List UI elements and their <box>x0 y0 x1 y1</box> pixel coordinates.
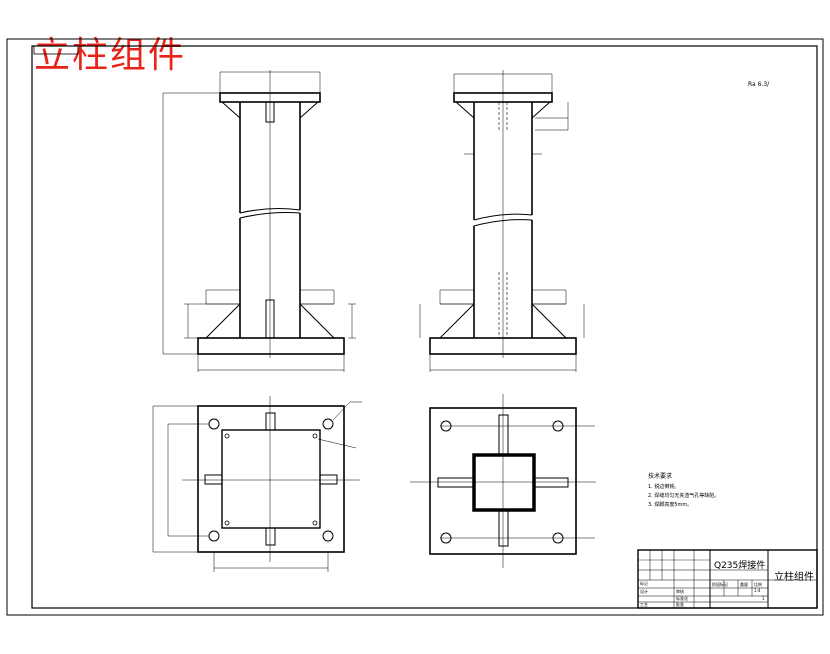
outer-frame <box>6 38 824 616</box>
tb-label-approve: 批准 <box>676 601 684 607</box>
side-view <box>419 70 585 372</box>
top-view-left <box>152 396 362 572</box>
drawing-title: 立柱组件 <box>34 35 187 76</box>
title-block-scale: 1:4 <box>754 588 761 593</box>
tb-label-weight: 重量 <box>740 581 748 587</box>
tech-requirement-3: 3. 焊脚高度5mm。 <box>648 501 692 508</box>
title-block-material: Q235焊接件 <box>714 559 765 571</box>
tb-label-stage: 阶段标记 <box>712 581 728 587</box>
tb-label-design: 设计 <box>640 588 648 594</box>
title-block-sheet: 1 <box>762 596 765 601</box>
tb-label-standard: 标准化 <box>676 595 688 601</box>
tb-label-review: 审核 <box>676 588 684 594</box>
tech-requirement-1: 1. 锐边倒钝。 <box>648 483 679 490</box>
tech-requirements: 技术要求 1. 锐边倒钝。 2. 焊缝均匀无夹渣气孔等缺陷。 3. 焊脚高度5m… <box>648 472 719 508</box>
tb-label-ratio: 比例 <box>754 581 762 587</box>
inner-frame <box>31 45 818 609</box>
tech-requirements-heading: 技术要求 <box>648 472 672 480</box>
tb-label-process: 工艺 <box>640 602 648 607</box>
corner-tag <box>33 45 79 55</box>
title-block <box>637 549 818 609</box>
tech-requirement-2: 2. 焊缝均匀无夹渣气孔等缺陷。 <box>648 492 719 499</box>
tb-label-mark: 标记 <box>640 580 648 586</box>
top-view-right <box>410 394 596 568</box>
front-view <box>162 70 356 372</box>
roughness-note: Ra 6.3/ <box>748 81 770 88</box>
title-block-name: 立柱组件 <box>774 570 814 583</box>
